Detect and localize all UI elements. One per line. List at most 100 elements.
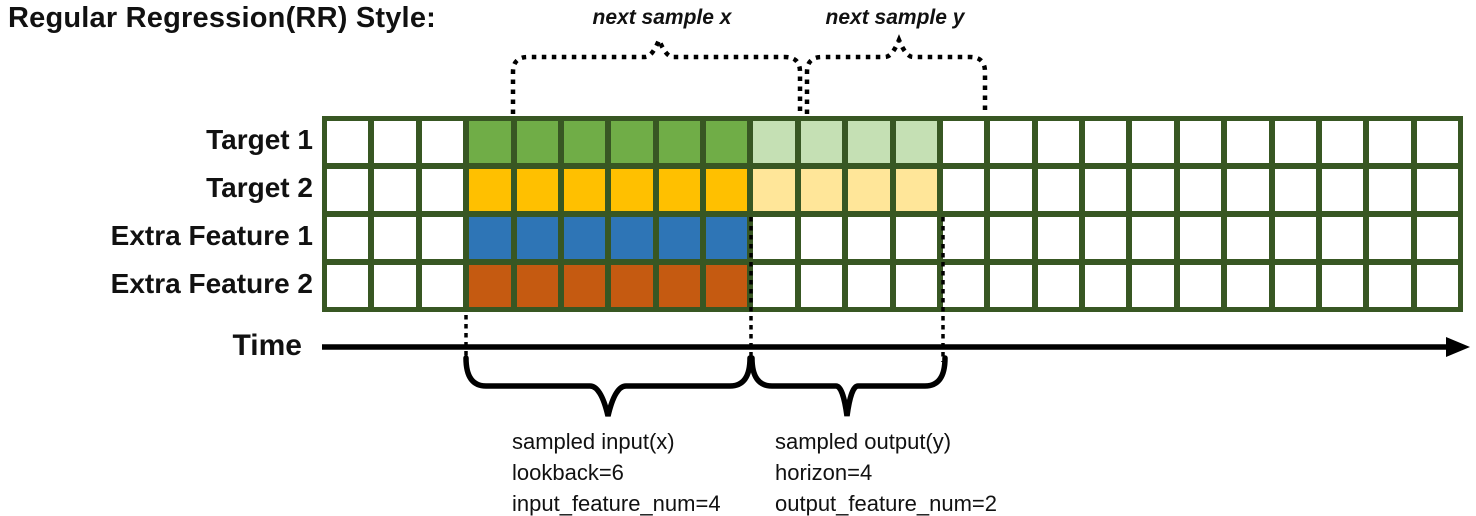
grid-cell: [753, 121, 795, 163]
row-labels: Target 1 Target 2 Extra Feature 1 Extra …: [0, 116, 313, 312]
grid-cell: [611, 217, 653, 259]
grid-cell: [658, 121, 700, 163]
grid-cell: [1416, 121, 1458, 163]
grid-cell: [374, 169, 416, 211]
grid-cell: [421, 265, 464, 307]
grid-cell: [563, 121, 606, 163]
input-feature-num: input_feature_num=4: [512, 491, 721, 516]
grid-cell: [1321, 217, 1364, 259]
grid-cell: [421, 121, 464, 163]
grid-cell: [1227, 217, 1269, 259]
grid-cell: [1274, 217, 1316, 259]
grid-cell: [706, 121, 748, 163]
grid-cell: [990, 169, 1032, 211]
grid-cell: [1369, 265, 1411, 307]
row-label-target-2: Target 2: [206, 172, 313, 203]
grid-cell: [1416, 217, 1458, 259]
sampled-input-note: sampled input(x) lookback=6 input_featur…: [512, 426, 721, 516]
grid-cell: [1227, 121, 1269, 163]
grid-cell: [753, 217, 795, 259]
sampled-output-title: sampled output(y): [775, 429, 952, 454]
grid-cell: [990, 121, 1032, 163]
lookback-value: lookback=6: [512, 460, 624, 485]
grid-cell: [563, 217, 606, 259]
grid-cell: [1037, 121, 1079, 163]
grid-cell: [1321, 121, 1364, 163]
grid-cell: [1227, 169, 1269, 211]
grid-cell: [753, 169, 795, 211]
grid-cell: [1085, 265, 1127, 307]
grid-cell: [421, 217, 464, 259]
grid-cell: [1416, 265, 1458, 307]
grid-cell: [848, 265, 890, 307]
grid-cell: [800, 217, 843, 259]
grid-cell: [374, 265, 416, 307]
grid-cell: [800, 265, 843, 307]
grid-cell: [516, 217, 558, 259]
grid-cell: [469, 217, 511, 259]
grid-cell: [1132, 265, 1174, 307]
grid-cell: [1227, 265, 1269, 307]
grid-cell: [1274, 169, 1316, 211]
grid-cell: [848, 217, 890, 259]
grid-cell: [895, 121, 937, 163]
grid-cell: [990, 217, 1032, 259]
sampled-output-brace: [749, 355, 948, 417]
row-label-target-1: Target 1: [206, 124, 313, 155]
next-sample-y-brace: [804, 34, 988, 114]
sampled-input-title: sampled input(x): [512, 429, 675, 454]
row-label-extra-feature-2: Extra Feature 2: [110, 268, 313, 299]
grid-cell: [706, 265, 748, 307]
grid-cell: [800, 121, 843, 163]
grid-cell: [753, 265, 795, 307]
grid-cell: [563, 265, 606, 307]
grid-cell: [469, 265, 511, 307]
grid-cell: [611, 121, 653, 163]
grid-cell: [1369, 169, 1411, 211]
grid-cell: [942, 265, 985, 307]
grid-cell: [563, 169, 606, 211]
grid-cell: [1085, 121, 1127, 163]
grid-cell: [327, 265, 369, 307]
grid-cell: [1321, 169, 1364, 211]
grid-cell: [1179, 217, 1222, 259]
grid-cell: [800, 169, 843, 211]
time-axis-label: Time: [232, 329, 302, 362]
grid-cell: [848, 121, 890, 163]
horizon-value: horizon=4: [775, 460, 873, 485]
grid-cell: [942, 217, 985, 259]
grid-cell: [1085, 169, 1127, 211]
grid-cell: [1132, 121, 1174, 163]
grid-cell: [611, 169, 653, 211]
grid-cell: [374, 217, 416, 259]
grid-cell: [848, 169, 890, 211]
grid-cell: [658, 265, 700, 307]
grid-cell: [1179, 265, 1222, 307]
grid-cell: [1037, 217, 1079, 259]
row-label-extra-feature-1: Extra Feature 1: [110, 220, 313, 251]
grid-cell: [1321, 265, 1364, 307]
grid-cell: [895, 265, 937, 307]
grid-cell: [327, 169, 369, 211]
grid-cell: [516, 121, 558, 163]
grid-cell: [516, 169, 558, 211]
sampled-input-brace: [463, 355, 753, 417]
next-sample-x-label: next sample x: [592, 6, 732, 29]
grid-cell: [1132, 169, 1174, 211]
grid-cell: [706, 217, 748, 259]
grid-cell: [942, 121, 985, 163]
sample-grid: [322, 116, 1463, 312]
grid-cell: [1085, 217, 1127, 259]
grid-cell: [327, 121, 369, 163]
grid-cell: [1037, 265, 1079, 307]
grid-cell: [942, 169, 985, 211]
next-sample-y-label: next sample y: [825, 6, 965, 29]
grid-cell: [1179, 169, 1222, 211]
grid-cell: [706, 169, 748, 211]
grid-cell: [895, 169, 937, 211]
grid-cell: [658, 217, 700, 259]
grid-cell: [469, 169, 511, 211]
grid-cell: [421, 169, 464, 211]
next-sample-x-brace: [510, 34, 803, 114]
